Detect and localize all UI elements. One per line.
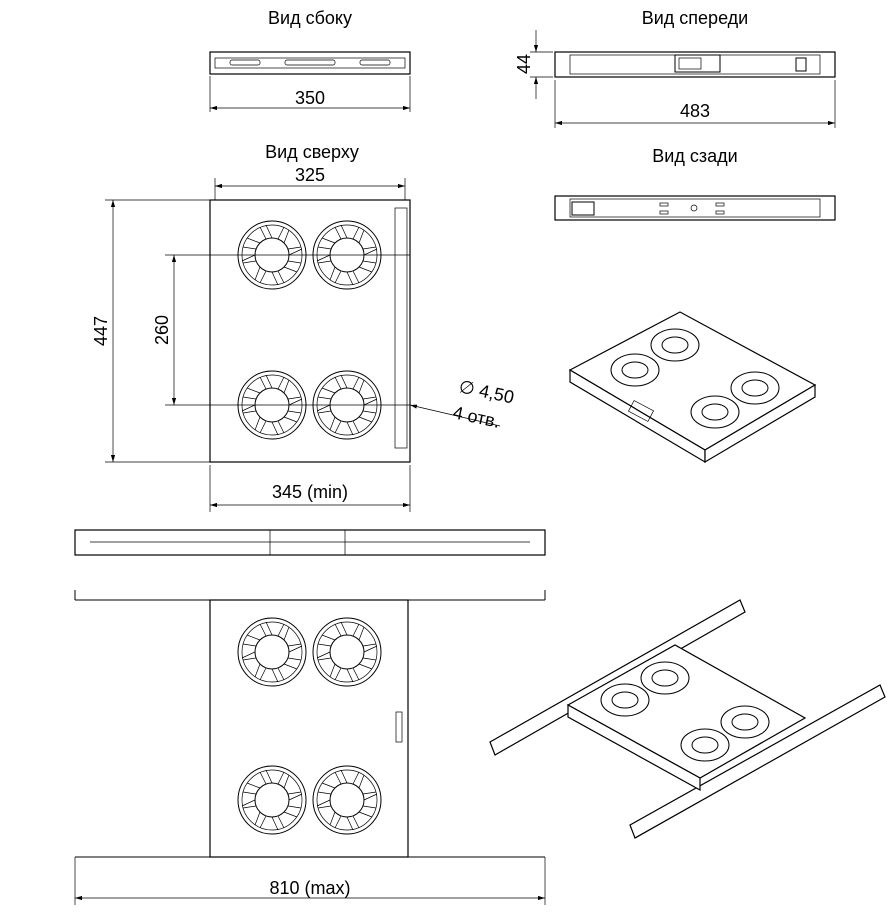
back-view-title: Вид сзади: [652, 146, 737, 166]
front-view: Вид спереди 44 483: [514, 8, 836, 128]
front-view-title: Вид спереди: [642, 8, 749, 28]
dimension-260: 260: [152, 315, 172, 345]
dimension-483: 483: [680, 101, 710, 121]
top-view-title: Вид сверху: [265, 142, 359, 162]
isometric-view-compact: [568, 311, 817, 464]
top-view: Вид сверху 325 447 260 ∅ 4,50 4 отв. 345…: [91, 142, 516, 512]
back-view: Вид сзади: [554, 146, 836, 221]
dimension-447: 447: [91, 316, 111, 346]
hole-diameter-label: ∅ 4,50: [457, 376, 516, 407]
dimension-350: 350: [295, 88, 325, 108]
hole-count-label: 4 отв.: [451, 402, 502, 431]
dimension-345-min: 345 (min): [272, 482, 348, 502]
side-view-title: Вид сбоку: [268, 8, 352, 28]
dimension-44: 44: [514, 54, 534, 74]
extended-top-view: 810 (max): [74, 599, 546, 905]
dimension-810-max: 810 (max): [269, 878, 350, 898]
dimension-325: 325: [295, 165, 325, 185]
extended-rail: [74, 529, 546, 601]
isometric-view-extended: [489, 599, 886, 839]
side-view: Вид сбоку 350: [209, 8, 411, 112]
